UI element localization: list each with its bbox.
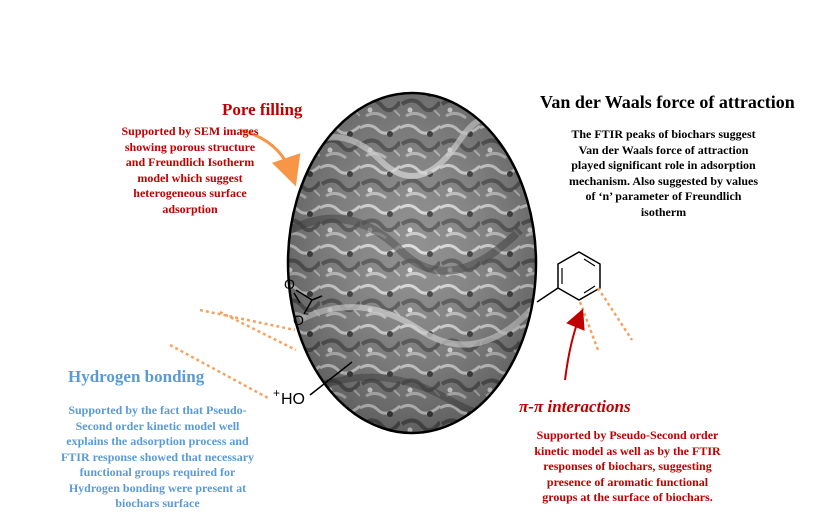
phenyl-ring [536, 251, 601, 303]
hydroxyl-label: HO [281, 391, 305, 408]
hbond-dash-3 [169, 343, 269, 400]
pi-pi-description: Supported by Pseudo-Second order kinetic… [534, 428, 721, 504]
carboxylate-group [293, 289, 323, 315]
sem-image-border [286, 91, 538, 435]
pi-pi-arrow [564, 308, 585, 381]
hydrogen-bonding-title: Hydrogen bonding [68, 367, 205, 386]
minus-sign: - [305, 306, 309, 320]
pore-filling-arrow [239, 128, 301, 187]
pore-filling-title: Pore filling [222, 100, 303, 119]
van-der-waals-description: The FTIR peaks of biochars suggest Van d… [568, 127, 759, 219]
pi-pi-title: π-π interactions [519, 397, 631, 416]
pore-filling-description: Supported by SEM images showing porous s… [121, 124, 259, 216]
hydroxyl-bond [309, 361, 353, 396]
sem-biochar-image [288, 93, 536, 433]
pi-dash-2 [596, 287, 634, 341]
hydrogen-bonding-description: Supported by the fact that Pseudo- Secon… [60, 403, 255, 510]
van-der-waals-title: Van der Waals force of attraction [540, 92, 795, 112]
pi-dash-1 [578, 301, 600, 351]
hbond-dash-1 [219, 310, 297, 352]
hbond-dash-2 [199, 308, 296, 332]
carboxyl-oxygen-minus-label: O [293, 312, 304, 328]
plus-sign: + [273, 386, 281, 400]
carboxyl-oxygen-label: O [284, 276, 295, 292]
